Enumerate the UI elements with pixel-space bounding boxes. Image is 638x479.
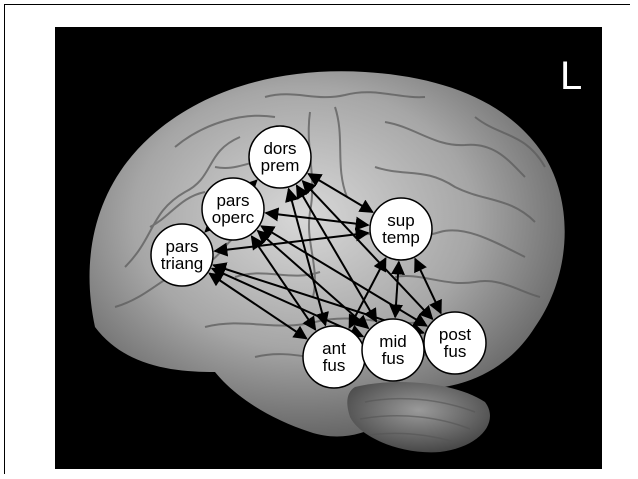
node-label-line: fus [382,349,405,368]
hemisphere-label: L [560,54,582,98]
node-label-line: triang [161,254,204,273]
node-label-line: fus [444,342,467,361]
node-label-line: operc [212,208,255,227]
node-label-line: prem [261,156,300,175]
node-label-line: fus [323,356,346,375]
node-label-line: temp [382,228,420,247]
